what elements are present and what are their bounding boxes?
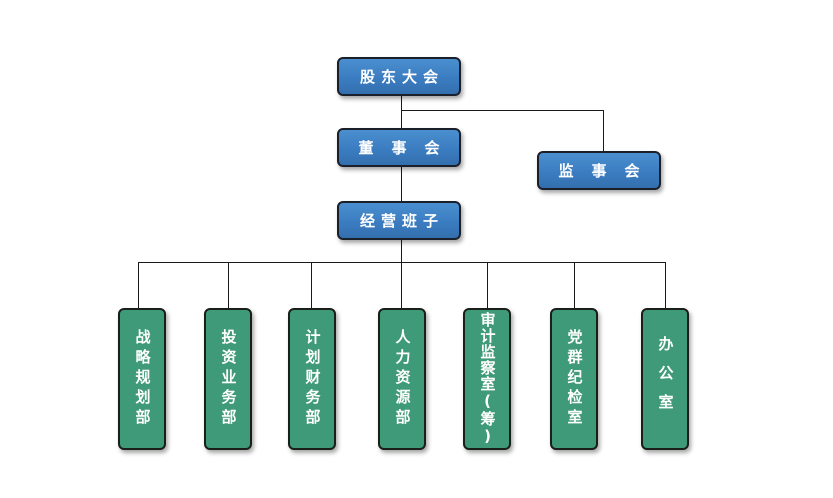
- connector-dept-6: [574, 262, 575, 308]
- node-label: 办公室: [656, 335, 675, 423]
- connector-management-bus: [401, 239, 402, 262]
- node-label: 投资业务部: [219, 329, 238, 429]
- node-label: 人力资源部: [393, 329, 412, 429]
- connector-dept-5: [487, 262, 488, 308]
- node-label: 董事会: [358, 139, 458, 157]
- node-party-discipline-office: 党群纪检室: [550, 308, 598, 450]
- connector-board-management: [401, 166, 402, 201]
- node-shareholders-meeting: 股东大会: [337, 57, 461, 96]
- node-label: 审计监察室(筹): [478, 312, 497, 446]
- node-board-of-directors: 董事会: [337, 128, 461, 167]
- connector-dept-4: [401, 262, 402, 308]
- connector-dept-7: [665, 262, 666, 308]
- node-planning-finance-dept: 计划财务部: [288, 308, 336, 450]
- node-general-office: 办公室: [641, 308, 689, 450]
- node-board-of-supervisors: 监事会: [537, 151, 661, 190]
- connector-shareholders-board: [401, 95, 402, 128]
- node-human-resources-dept: 人力资源部: [378, 308, 426, 450]
- node-label: 战略规划部: [133, 329, 152, 429]
- department-bus-line: [138, 262, 666, 263]
- connector-dept-1: [138, 262, 139, 308]
- node-label: 党群纪检室: [565, 329, 584, 429]
- node-label: 经营班子: [359, 212, 444, 230]
- node-label: 股东大会: [359, 68, 444, 86]
- connector-to-supervisors-horizontal: [401, 110, 604, 111]
- node-investment-business-dept: 投资业务部: [204, 308, 252, 450]
- connector-dept-2: [228, 262, 229, 308]
- node-label: 监事会: [558, 162, 658, 180]
- node-management-team: 经营班子: [337, 201, 461, 240]
- node-strategy-planning-dept: 战略规划部: [118, 308, 166, 450]
- node-label: 计划财务部: [303, 329, 322, 429]
- node-audit-supervision-office: 审计监察室(筹): [463, 308, 511, 450]
- connector-to-supervisors-vertical: [603, 110, 604, 151]
- connector-dept-3: [311, 262, 312, 308]
